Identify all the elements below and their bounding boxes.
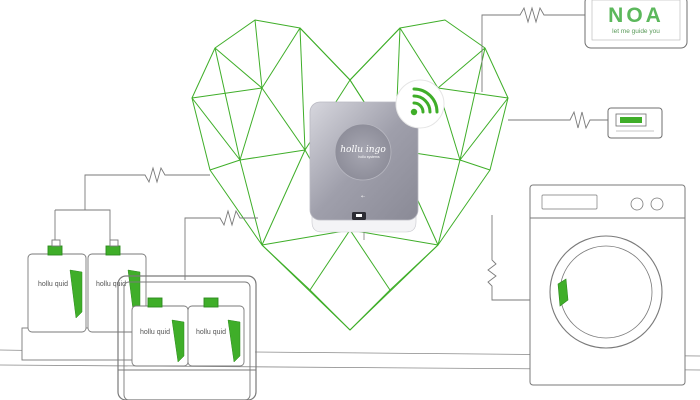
washer-green-latch: [557, 278, 569, 307]
canister-shelf: hollu quid hollu quid: [21, 239, 148, 361]
hub-device: hollu ingo hollu systems ⇠: [309, 101, 419, 240]
washing-machine: [529, 184, 686, 386]
canister-cart: hollu quid hollu quid: [117, 275, 257, 400]
hub-brand-sub: hollu systems: [358, 155, 379, 159]
cable-to-display: [508, 110, 610, 130]
usb-icon: ⇠: [361, 194, 365, 200]
display-screen: [620, 117, 642, 123]
noa-tagline: let me guide you: [612, 28, 660, 35]
cable-to-canisters: [84, 166, 210, 240]
connection-cables: [54, 6, 610, 301]
display-unit: [607, 107, 663, 139]
cable-to-cart: [184, 209, 258, 280]
canister-label-3: hollu quid: [140, 329, 170, 336]
canister-label-4: hollu quid: [196, 329, 226, 336]
canister-label-1: hollu quid: [38, 281, 68, 288]
wifi-icon: [395, 79, 445, 129]
hub-brand: hollu ingo: [340, 145, 386, 155]
cable-to-washer: [487, 215, 530, 301]
cable-to-tablet: [481, 6, 585, 92]
geometric-heart: [191, 19, 509, 331]
tablet-device: NOA let me guide you: [584, 0, 688, 49]
canister-label-2: hollu quid: [96, 281, 126, 288]
noa-logo: NOA: [608, 4, 664, 27]
